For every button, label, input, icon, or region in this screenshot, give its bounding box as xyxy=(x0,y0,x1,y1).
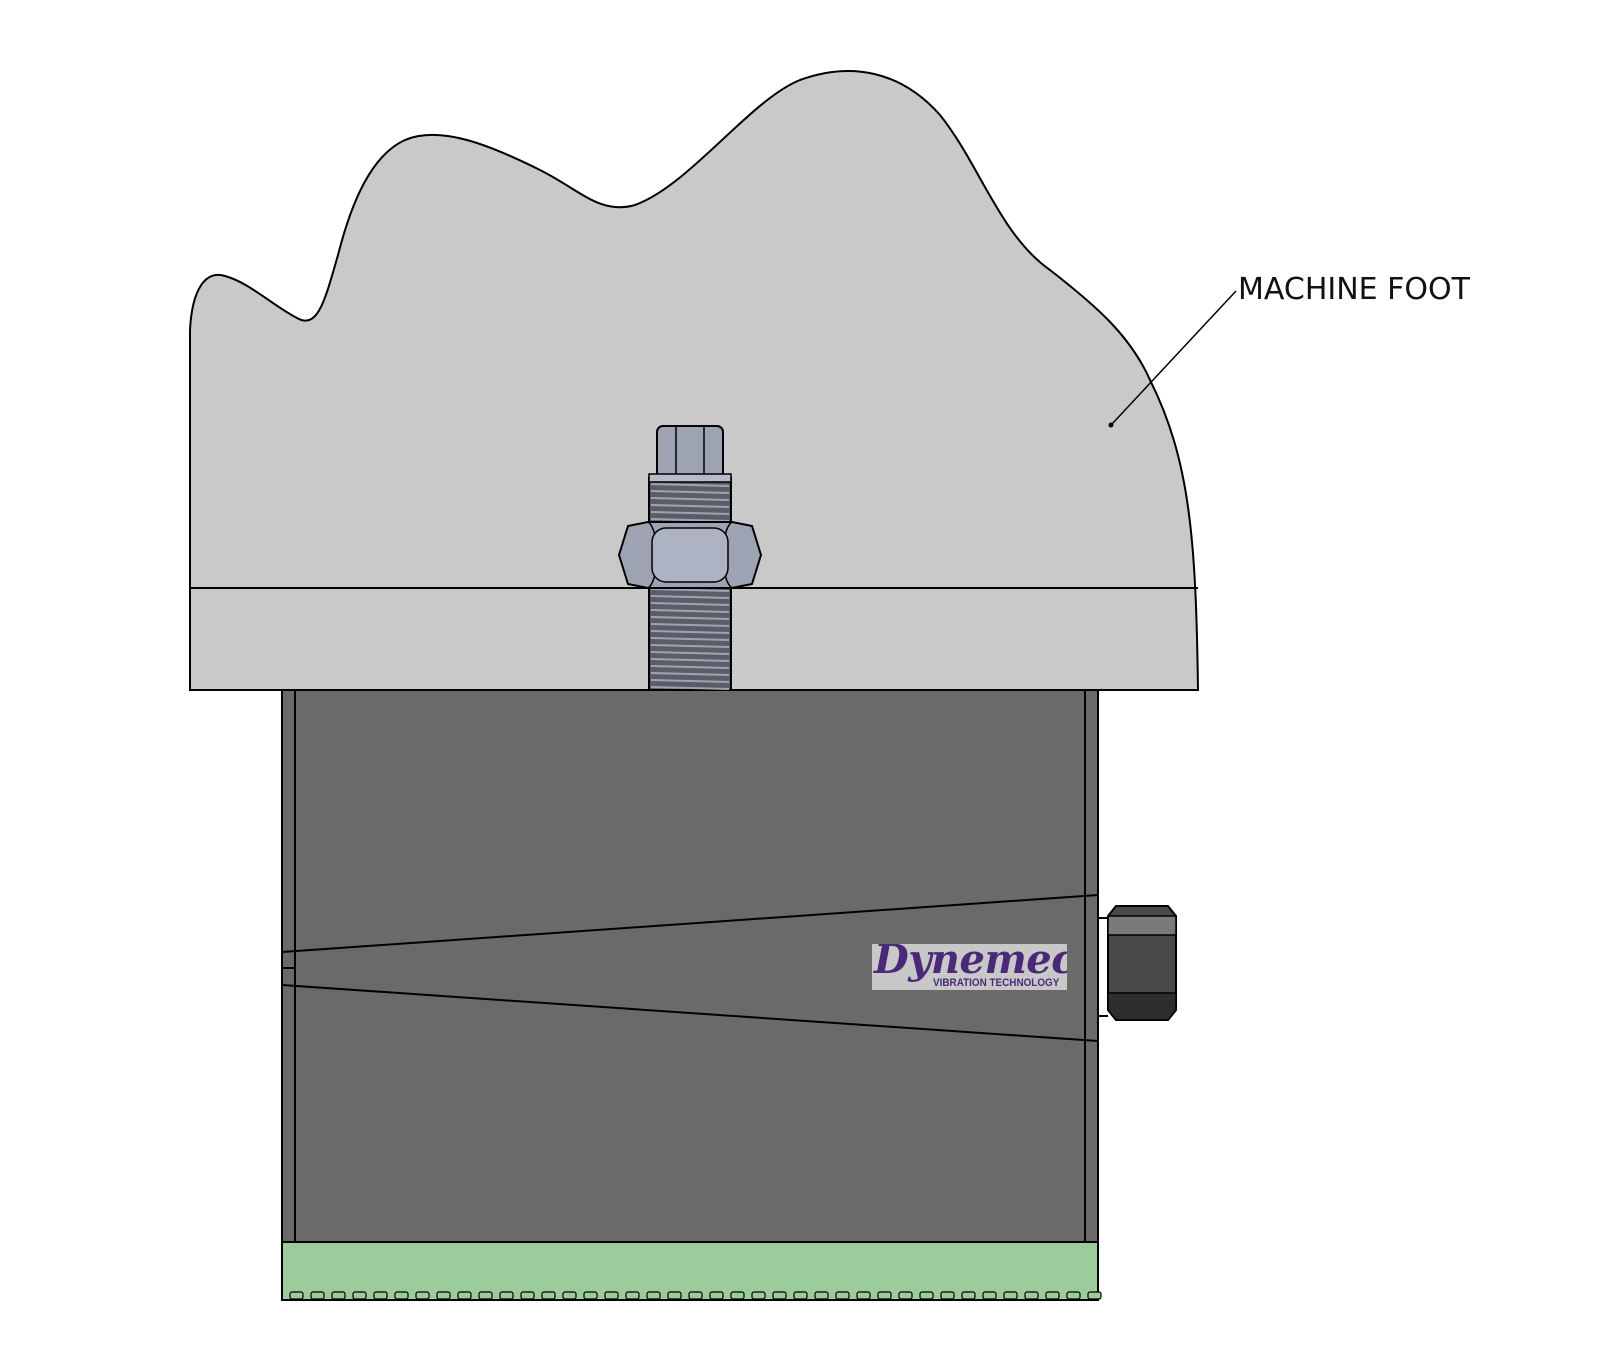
base-pad xyxy=(281,1241,1099,1301)
thread-line xyxy=(650,511,730,515)
pad-ridge xyxy=(457,1291,472,1300)
base-pad-ridges xyxy=(289,1291,1102,1300)
thread-line xyxy=(650,665,730,669)
pad-ridge xyxy=(730,1291,745,1300)
thread-line xyxy=(650,504,730,508)
pad-ridge xyxy=(856,1291,871,1300)
thread-line xyxy=(650,658,730,662)
thread-line xyxy=(650,623,730,627)
pad-ridge xyxy=(982,1291,997,1300)
pad-ridge xyxy=(541,1291,556,1300)
pad-ridge xyxy=(310,1291,325,1300)
callout-leader-line xyxy=(1111,290,1237,425)
side-adjusting-nut-icon xyxy=(1098,905,1177,1021)
thread-line xyxy=(650,630,730,634)
thread-line xyxy=(650,679,730,683)
thread-line xyxy=(650,686,730,690)
pad-ridge xyxy=(331,1291,346,1300)
pad-ridge xyxy=(961,1291,976,1300)
thread-line xyxy=(650,595,730,599)
thread-line xyxy=(650,672,730,676)
logo-tagline: VIBRATION TECHNOLOGY xyxy=(932,977,1059,989)
thread-line xyxy=(650,483,730,487)
pad-ridge xyxy=(436,1291,451,1300)
pad-ridge xyxy=(835,1291,850,1300)
leveling-bolt-icon xyxy=(648,425,732,483)
thread-line xyxy=(650,616,730,620)
pad-ridge xyxy=(1087,1291,1102,1300)
pad-ridge xyxy=(772,1291,787,1300)
logo-brand-text: Dynemech xyxy=(874,944,1067,983)
hex-nut-icon xyxy=(617,521,763,589)
pad-ridge xyxy=(499,1291,514,1300)
pad-ridge xyxy=(625,1291,640,1300)
thread-line xyxy=(650,602,730,606)
pad-ridge xyxy=(478,1291,493,1300)
thread-line xyxy=(650,518,730,522)
pad-ridge xyxy=(415,1291,430,1300)
pad-ridge xyxy=(688,1291,703,1300)
pad-ridge xyxy=(940,1291,955,1300)
thread-line xyxy=(650,490,730,494)
thread-line xyxy=(650,637,730,641)
thread-line xyxy=(650,497,730,501)
pad-ridge xyxy=(877,1291,892,1300)
pad-ridge xyxy=(1045,1291,1060,1300)
upper-wedge-line xyxy=(281,894,1099,953)
pad-ridge xyxy=(667,1291,682,1300)
pad-ridge xyxy=(562,1291,577,1300)
pad-ridge xyxy=(898,1291,913,1300)
pad-ridge xyxy=(1003,1291,1018,1300)
pad-ridge xyxy=(793,1291,808,1300)
machine-foot-label: MACHINE FOOT xyxy=(1238,272,1470,307)
thread-line xyxy=(650,651,730,655)
pad-ridge xyxy=(646,1291,661,1300)
lower-wedge-line xyxy=(281,984,1099,1042)
pad-ridge xyxy=(394,1291,409,1300)
thread-line xyxy=(650,609,730,613)
machine-foot xyxy=(189,70,1200,691)
brand-logo: Dynemech VIBRATION TECHNOLOGY xyxy=(872,944,1067,990)
pad-ridge xyxy=(919,1291,934,1300)
pad-ridge xyxy=(709,1291,724,1300)
pad-ridge xyxy=(373,1291,388,1300)
pad-ridge xyxy=(751,1291,766,1300)
pad-ridge xyxy=(583,1291,598,1300)
pad-ridge xyxy=(1024,1291,1039,1300)
thread-line xyxy=(650,644,730,648)
thread-line xyxy=(650,588,730,592)
pad-ridge xyxy=(604,1291,619,1300)
pad-ridge xyxy=(289,1291,304,1300)
pad-ridge xyxy=(1066,1291,1081,1300)
callout-dot xyxy=(1108,422,1114,428)
pad-ridge xyxy=(520,1291,535,1300)
pad-ridge xyxy=(814,1291,829,1300)
pad-ridge xyxy=(352,1291,367,1300)
